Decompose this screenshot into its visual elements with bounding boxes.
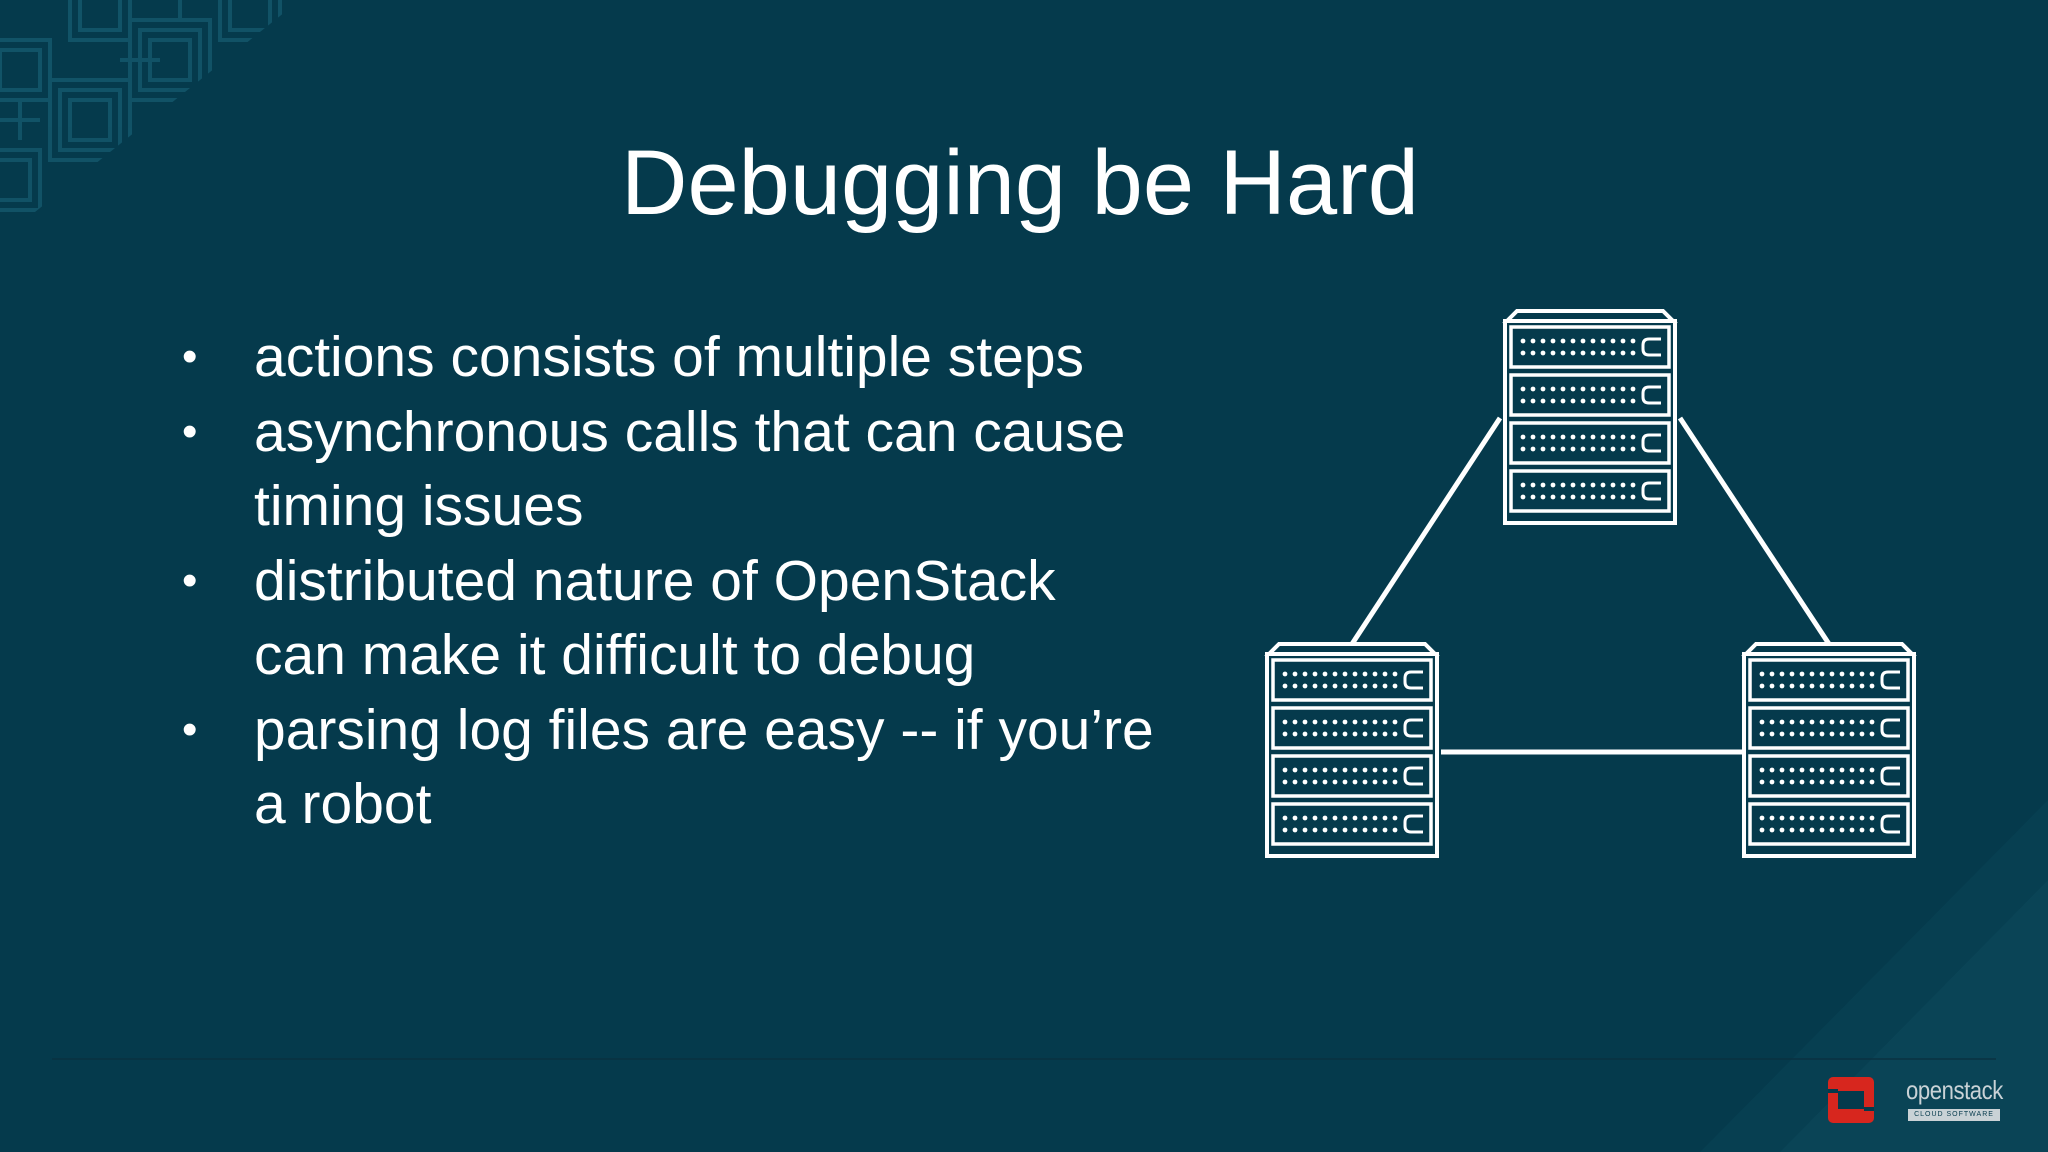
server-network-diagram [1255,308,1925,868]
server-rack-icon [1267,644,1437,856]
bullet-dot: • [182,704,198,754]
bullet-line: timing issues [254,474,584,538]
bullet-dot: • [182,332,198,381]
bullet-line: a robot [254,772,432,836]
network-link-left [1349,416,1503,646]
network-link-right [1677,416,1832,646]
slide-title-text: Debugging be Hard [621,132,1419,234]
bullet-item: • actions consists of multiple steps [176,320,1276,395]
bullet-dot: • [182,555,198,605]
openstack-logo-tagline: CLOUD SOFTWARE [1908,1109,2000,1121]
openstack-logo-icon [1828,1077,1874,1123]
bullet-dot: • [182,406,198,456]
bullet-line: distributed nature of OpenStack [254,548,1056,613]
server-rack-icon [1505,311,1675,523]
bullet-item: • asynchronous calls that can cause timi… [176,395,1276,544]
bullet-item: • parsing log files are easy -- if you’r… [176,693,1276,842]
bullet-line: asynchronous calls that can cause [254,399,1126,464]
bullet-line: actions consists of multiple steps [254,325,1085,389]
bullet-line: can make it difficult to debug [254,623,976,687]
slide-title: Debugging be Hard [0,128,2048,238]
corner-pattern-decoration [0,0,282,212]
openstack-logo-text: openstack [1906,1075,2003,1105]
bullet-item: • distributed nature of OpenStack can ma… [176,544,1276,693]
bullet-list: • actions consists of multiple steps • a… [176,320,1276,842]
footer-divider [52,1058,1996,1060]
server-rack-icon [1744,644,1914,856]
bullet-line: parsing log files are easy -- if you’re [254,697,1154,762]
openstack-logo: openstack CLOUD SOFTWARE [1822,1073,2018,1129]
